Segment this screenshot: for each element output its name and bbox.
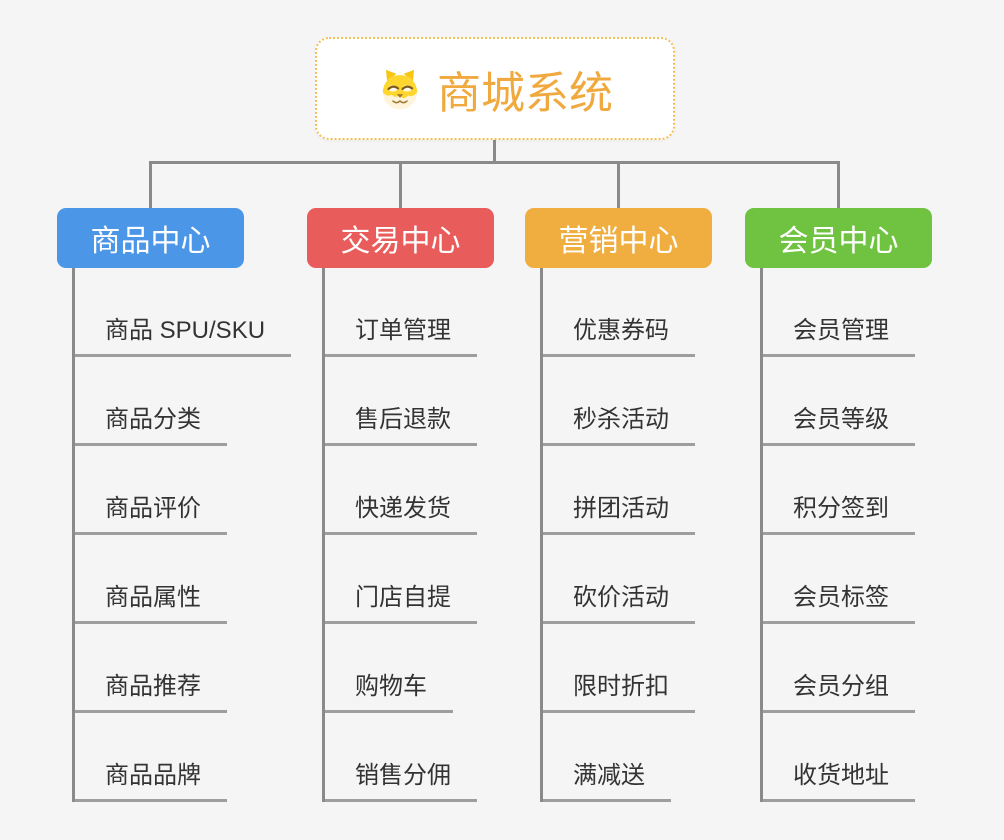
branch-children-product-center: 商品 SPU/SKU 商品分类 商品评价 商品属性 商品推荐 商品品牌 [72, 268, 292, 802]
tree-item-row: 商品评价 [75, 446, 244, 535]
leaf-node[interactable]: 积分签到 [763, 488, 915, 535]
leaf-node[interactable]: 会员分组 [763, 666, 915, 713]
leaf-node[interactable]: 商品分类 [75, 399, 227, 446]
tree-item-row: 秒杀活动 [543, 357, 712, 446]
tree-item-row: 满减送 [543, 713, 712, 802]
tree-item-row: 优惠券码 [543, 268, 712, 357]
tree-item-row: 销售分佣 [325, 713, 494, 802]
leaf-node[interactable]: 购物车 [325, 666, 453, 713]
connector-trunk [149, 161, 840, 164]
leaf-node[interactable]: 会员标签 [763, 577, 915, 624]
leaf-node[interactable]: 快递发货 [325, 488, 477, 535]
branch-group-product-center: 商品中心 商品 SPU/SKU 商品分类 商品评价 商品属性 商品推荐 商品品牌 [57, 208, 292, 802]
leaf-node[interactable]: 订单管理 [325, 310, 477, 357]
branch-group-marketing-center: 营销中心 优惠券码 秒杀活动 拼团活动 砍价活动 限时折扣 满减送 [525, 208, 712, 802]
connector-root-stub [493, 140, 496, 164]
connector-stub-member [837, 161, 840, 208]
branch-node-member-center[interactable]: 会员中心 [745, 208, 932, 268]
leaf-node[interactable]: 会员管理 [763, 310, 915, 357]
tree-item-row: 售后退款 [325, 357, 494, 446]
tree-item-row: 商品品牌 [75, 713, 244, 802]
leaf-node[interactable]: 商品属性 [75, 577, 227, 624]
tree-item-row: 会员分组 [763, 624, 932, 713]
leaf-node[interactable]: 商品 SPU/SKU [75, 310, 292, 357]
leaf-node[interactable]: 售后退款 [325, 399, 477, 446]
leaf-node[interactable]: 商品品牌 [75, 755, 227, 802]
tree-item-row: 商品属性 [75, 535, 244, 624]
tree-item-row: 积分签到 [763, 446, 932, 535]
leaf-node[interactable]: 商品评价 [75, 488, 227, 535]
branch-node-trade-center[interactable]: 交易中心 [307, 208, 494, 268]
connector-stub-marketing [617, 161, 620, 208]
tree-item-row: 快递发货 [325, 446, 494, 535]
leaf-node[interactable]: 优惠券码 [543, 310, 695, 357]
tree-item-row: 商品分类 [75, 357, 244, 446]
branch-group-trade-center: 交易中心 订单管理 售后退款 快递发货 门店自提 购物车 销售分佣 [307, 208, 494, 802]
branch-children-marketing-center: 优惠券码 秒杀活动 拼团活动 砍价活动 限时折扣 满减送 [540, 268, 712, 802]
leaf-node[interactable]: 销售分佣 [325, 755, 477, 802]
leaf-node[interactable]: 商品推荐 [75, 666, 227, 713]
tree-item-row: 拼团活动 [543, 446, 712, 535]
tree-item-row: 限时折扣 [543, 624, 712, 713]
tree-item-row: 购物车 [325, 624, 494, 713]
leaf-node[interactable]: 收货地址 [763, 755, 915, 802]
dog-face-icon [377, 68, 423, 110]
connector-stub-trade [399, 161, 402, 208]
branch-node-marketing-center[interactable]: 营销中心 [525, 208, 712, 268]
tree-item-row: 门店自提 [325, 535, 494, 624]
branch-node-product-center[interactable]: 商品中心 [57, 208, 244, 268]
connector-stub-product [149, 161, 152, 208]
leaf-node[interactable]: 会员等级 [763, 399, 915, 446]
root-title: 商城系统 [437, 68, 613, 118]
tree-item-row: 会员管理 [763, 268, 932, 357]
root-node[interactable]: 商城系统 [315, 37, 675, 140]
branch-children-trade-center: 订单管理 售后退款 快递发货 门店自提 购物车 销售分佣 [322, 268, 494, 802]
leaf-node[interactable]: 砍价活动 [543, 577, 695, 624]
tree-item-row: 商品 SPU/SKU [75, 268, 292, 357]
branch-children-member-center: 会员管理 会员等级 积分签到 会员标签 会员分组 收货地址 [760, 268, 932, 802]
tree-item-row: 订单管理 [325, 268, 494, 357]
tree-item-row: 收货地址 [763, 713, 932, 802]
tree-item-row: 会员等级 [763, 357, 932, 446]
leaf-node[interactable]: 满减送 [543, 755, 671, 802]
tree-item-row: 会员标签 [763, 535, 932, 624]
leaf-node[interactable]: 门店自提 [325, 577, 477, 624]
tree-item-row: 砍价活动 [543, 535, 712, 624]
leaf-node[interactable]: 秒杀活动 [543, 399, 695, 446]
leaf-node[interactable]: 限时折扣 [543, 666, 695, 713]
branch-group-member-center: 会员中心 会员管理 会员等级 积分签到 会员标签 会员分组 收货地址 [745, 208, 932, 802]
tree-item-row: 商品推荐 [75, 624, 244, 713]
leaf-node[interactable]: 拼团活动 [543, 488, 695, 535]
